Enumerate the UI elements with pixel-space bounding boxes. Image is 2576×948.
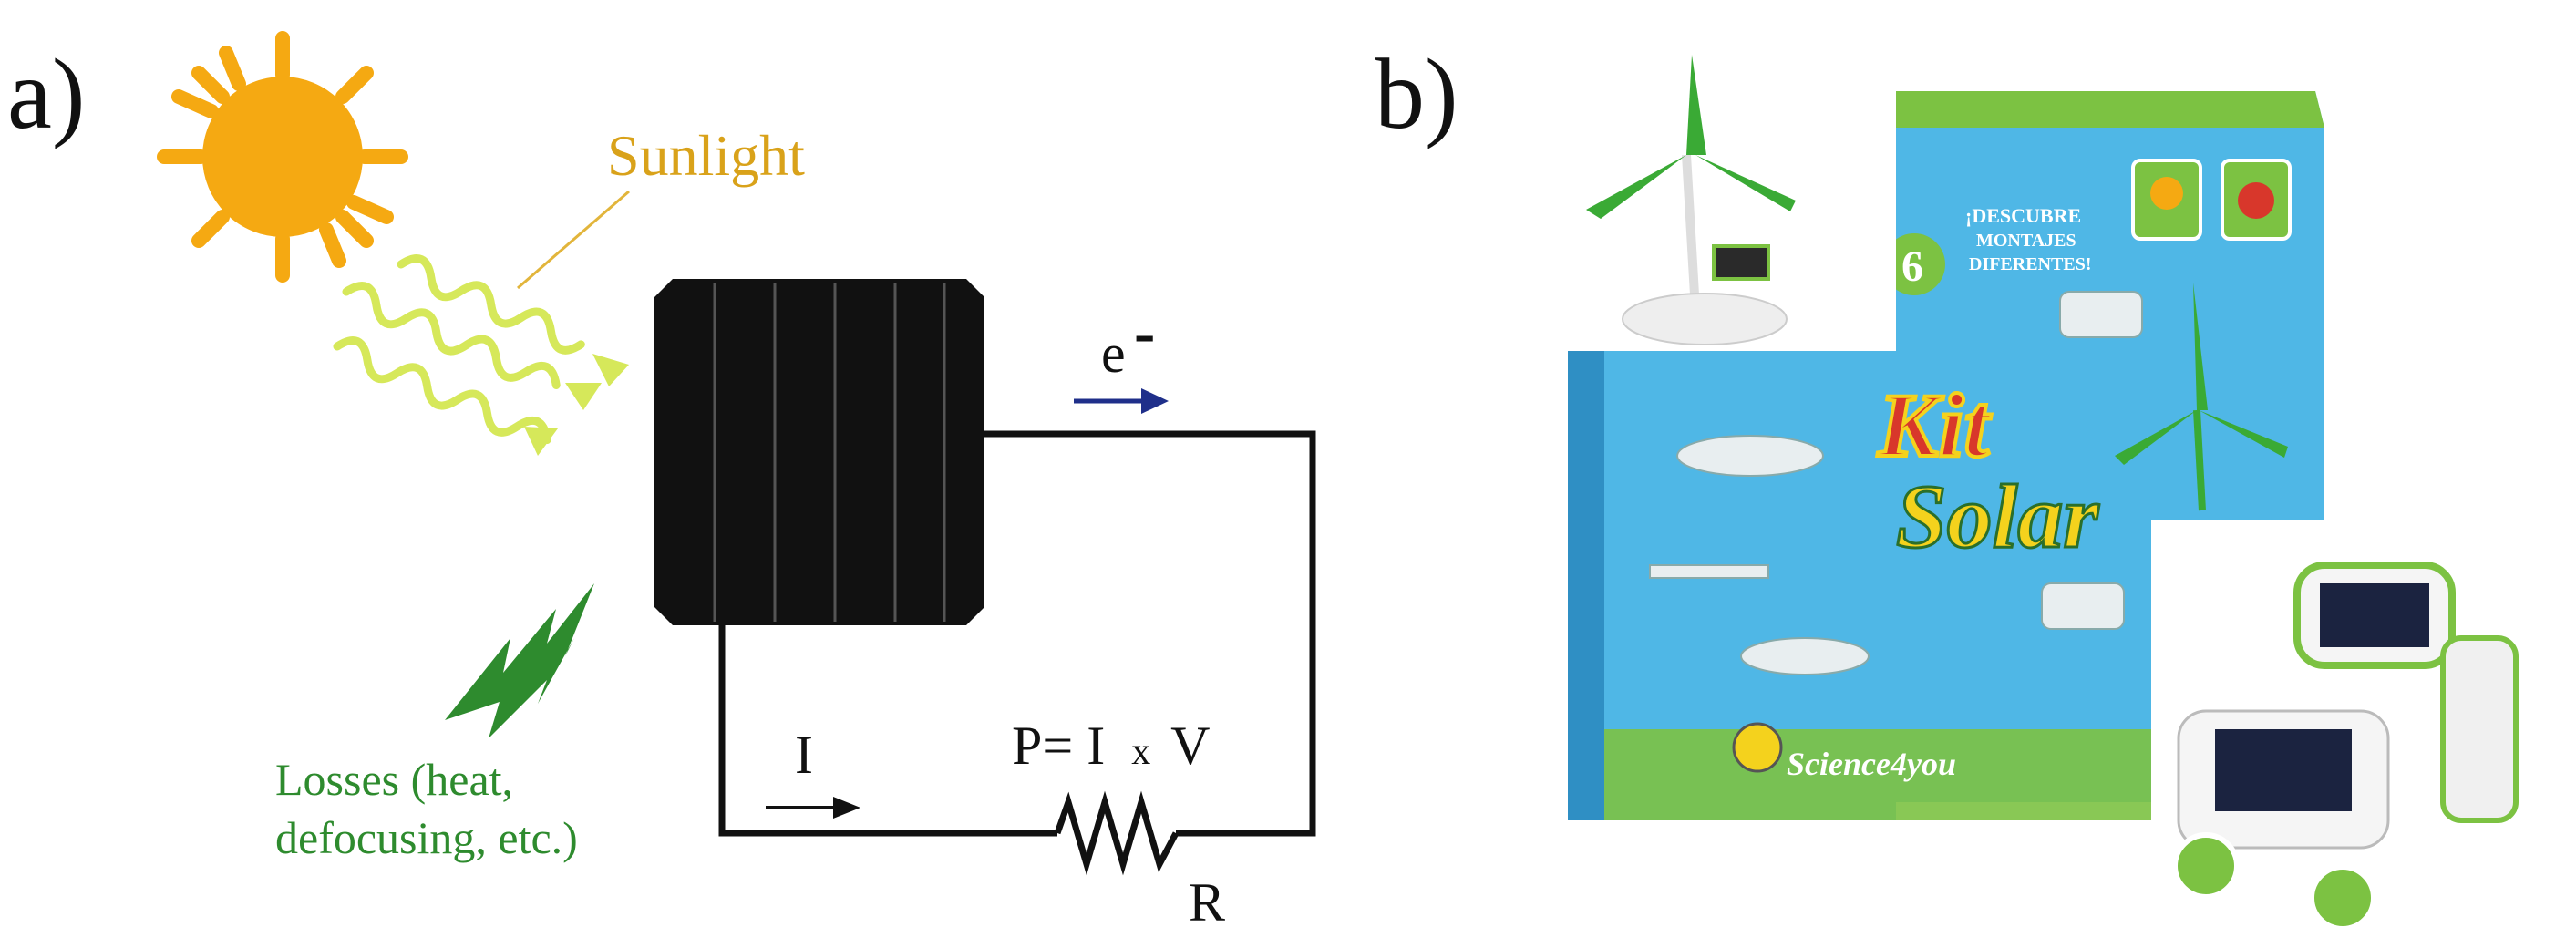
panel-b-label: b) <box>1375 38 1458 149</box>
brand-logo: Science4you <box>1732 722 1956 782</box>
car-toy-icon <box>2059 291 2143 338</box>
hovercraft-toy-icon <box>1740 637 1870 675</box>
box-title-line2: Solar <box>1896 466 2099 567</box>
boat-toy-icon <box>1676 435 1824 477</box>
electron-label: e <box>1101 324 1126 384</box>
electron-arrow-icon <box>1074 388 1169 414</box>
losses-label-line1: Losses (heat, <box>275 754 513 805</box>
sunlight-rays <box>333 254 585 444</box>
dog-toy-icon <box>2041 582 2125 630</box>
power-formula: P= I x V <box>1012 716 1210 776</box>
circuit-wire <box>718 430 1316 837</box>
svg-text:Science4you: Science4you <box>1787 746 1956 782</box>
solar-cell-diagram: Sunlight e - I P= I x V R <box>157 31 1316 933</box>
current-arrow-icon <box>766 797 860 819</box>
sun-icon <box>157 31 408 283</box>
svg-text:MONTAJES: MONTAJES <box>1976 231 2076 251</box>
electron-superscript: - <box>1134 298 1155 368</box>
ray-arrowheads <box>524 354 629 456</box>
sunlight-label: Sunlight <box>607 123 805 188</box>
lightning-icon <box>445 583 594 738</box>
current-label: I <box>795 725 813 785</box>
panel-a-label: a) <box>7 38 86 149</box>
power-formula-v: V <box>1170 716 1210 776</box>
resistor-symbol <box>1054 790 1180 876</box>
wind-turbine-inset <box>1568 36 1896 351</box>
solar-robot-inset <box>2151 520 2576 948</box>
seesaw-toy-icon <box>1649 564 1769 579</box>
svg-text:DIFERENTES!: DIFERENTES! <box>1969 254 2091 274</box>
power-formula-left: P= I <box>1012 716 1105 776</box>
svg-text:6: 6 <box>1901 242 1923 291</box>
losses-label-line2: defocusing, etc.) <box>275 812 578 863</box>
sunlight-pointer-line <box>517 190 630 290</box>
resistor-label: R <box>1189 872 1225 933</box>
solar-cell <box>654 279 984 625</box>
solar-kit-photo: 6 ¡DESCUBRE MONTAJES DIFERENTES! Kit Sol… <box>1568 36 2576 948</box>
box-turbine-icon <box>2115 283 2288 511</box>
power-formula-x: x <box>1131 731 1150 773</box>
box-title-line1: Kit <box>1877 375 1992 476</box>
box-badge: 6 ¡DESCUBRE MONTAJES DIFERENTES! <box>1883 204 2091 295</box>
svg-text:¡DESCUBRE: ¡DESCUBRE <box>1965 204 2081 227</box>
